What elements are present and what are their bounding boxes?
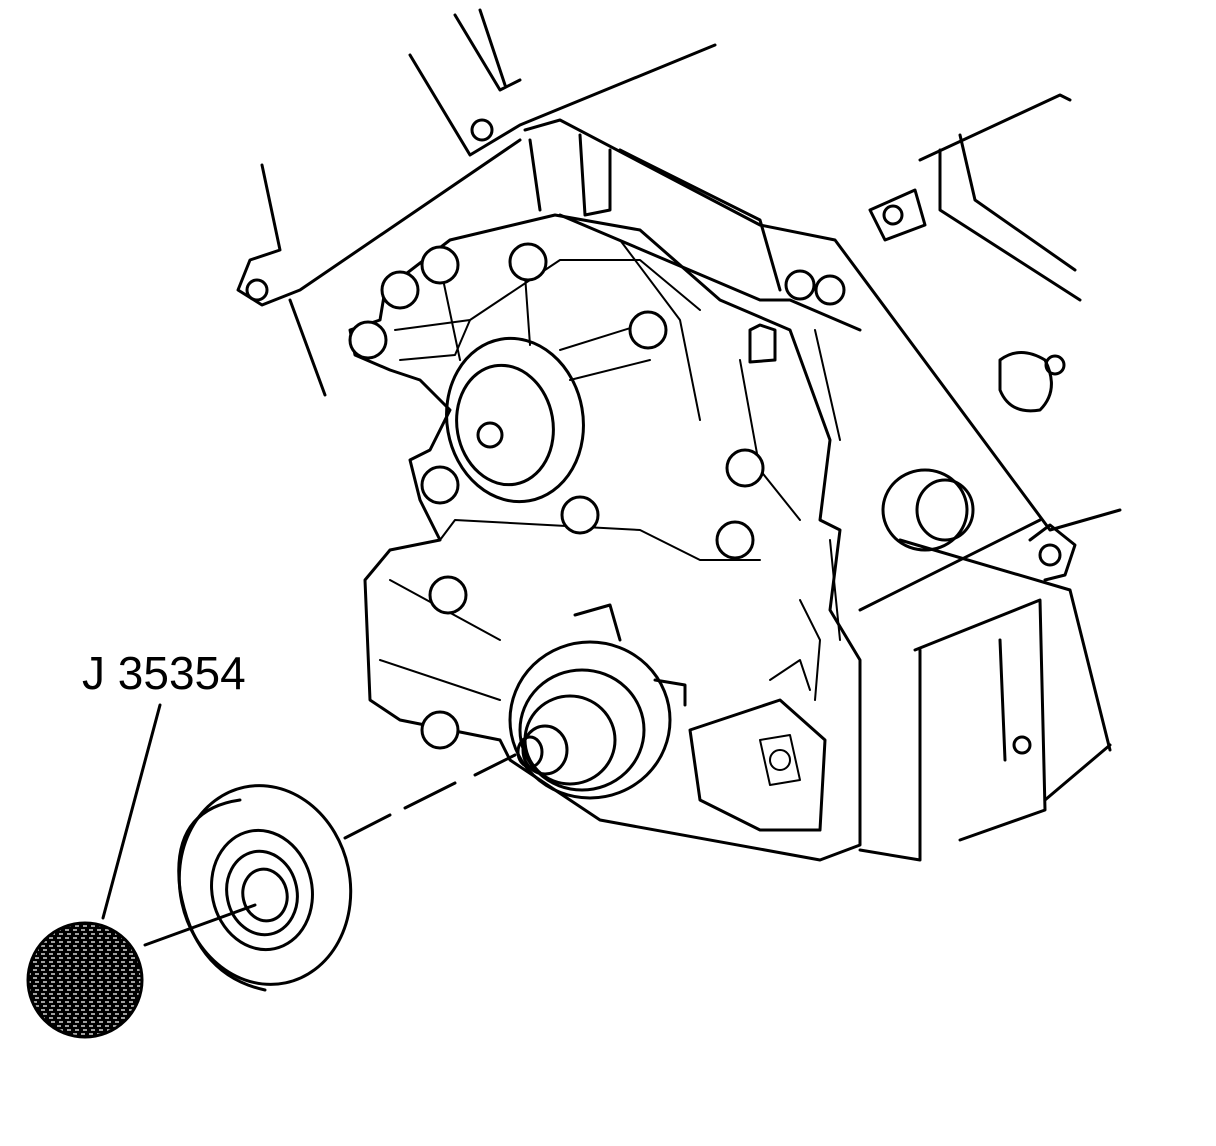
- bolt-icon: [628, 310, 668, 350]
- bolt-icon: [348, 320, 388, 360]
- seal-installer-tool: [26, 703, 257, 1039]
- callout-leader: [101, 703, 162, 920]
- bolt-icon: [428, 575, 468, 615]
- bolt-icon: [560, 495, 600, 535]
- front-seal: [177, 784, 353, 992]
- bolt-icon: [814, 274, 846, 306]
- right-side-idler: [748, 323, 975, 552]
- front-cover: [348, 213, 862, 862]
- cover-bolts: [348, 242, 846, 750]
- installation-axis: [343, 753, 517, 840]
- tool-callout-label: J 35354: [82, 647, 246, 699]
- bolt-icon: [380, 270, 420, 310]
- bolt-icon: [784, 269, 816, 301]
- bolt-icon: [420, 245, 460, 285]
- bolt-icon: [508, 242, 548, 282]
- water-pump-hub: [439, 264, 651, 504]
- crankshaft-seal-area: [508, 603, 827, 832]
- bolt-icon: [420, 710, 460, 750]
- bolt-icon: [725, 448, 765, 488]
- bolt-icon: [420, 465, 460, 505]
- bolt-icon: [715, 520, 755, 560]
- engine-block-outline: [236, 8, 1122, 862]
